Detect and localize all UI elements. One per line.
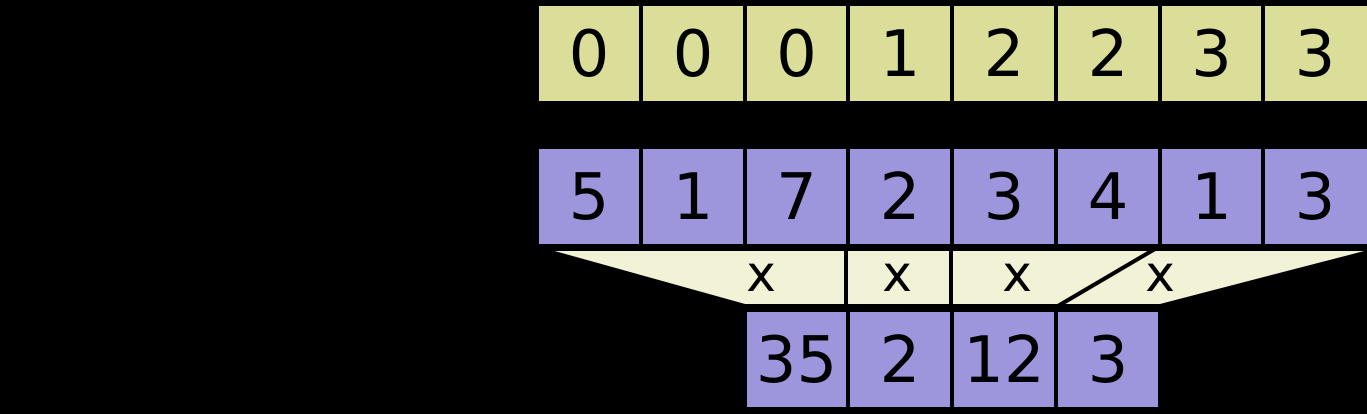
keys-row: 0 0 0 1 2 2 3 3 (535, 2, 1367, 105)
value-cell-text: 7 (776, 161, 817, 235)
key-cell (639, 2, 747, 105)
result-cell-text: 35 (756, 324, 837, 398)
key-cell (1054, 2, 1162, 105)
value-cell-text: 3 (1295, 161, 1336, 235)
key-cell (846, 2, 954, 105)
value-cell-text: 1 (673, 161, 714, 235)
result-cell-text: 12 (963, 324, 1044, 398)
key-cell (1261, 2, 1367, 105)
result-cell-text: 2 (880, 324, 921, 398)
multiply-operator: x (746, 245, 776, 303)
result-cell (846, 308, 954, 411)
key-cell-text: 3 (1295, 18, 1336, 92)
multiply-operator: x (1145, 245, 1175, 303)
result-cell (950, 308, 1058, 411)
results-row: 35 2 12 3 (743, 308, 1162, 411)
value-cell-text: 4 (1088, 161, 1129, 235)
key-cell-text: 0 (569, 18, 610, 92)
result-cell (1054, 308, 1162, 411)
key-cell-text: 3 (1191, 18, 1232, 92)
value-cell (639, 145, 747, 248)
multiply-operator: x (1002, 245, 1032, 303)
result-cell (743, 308, 850, 411)
key-cell-text: 2 (984, 18, 1025, 92)
key-cell (743, 2, 850, 105)
key-cell-text: 2 (1088, 18, 1129, 92)
funnel-segment (1050, 247, 1367, 308)
multiply-operator: x (882, 245, 912, 303)
value-cell (1158, 145, 1265, 248)
key-cell-text: 0 (776, 18, 817, 92)
value-cell (1054, 145, 1162, 248)
value-cell (1261, 145, 1367, 248)
value-cell-text: 2 (880, 161, 921, 235)
value-cell (846, 145, 954, 248)
value-cell-text: 3 (984, 161, 1025, 235)
key-cell-text: 0 (673, 18, 714, 92)
result-cell-text: 3 (1088, 324, 1129, 398)
values-row: 5 1 7 2 3 4 1 3 (535, 145, 1367, 248)
key-cell-text: 1 (880, 18, 921, 92)
key-cell (950, 2, 1058, 105)
value-cell-text: 1 (1191, 161, 1232, 235)
reduce-funnel: x x x x (539, 245, 1367, 308)
key-cell (535, 2, 643, 105)
value-cell-text: 5 (569, 161, 610, 235)
